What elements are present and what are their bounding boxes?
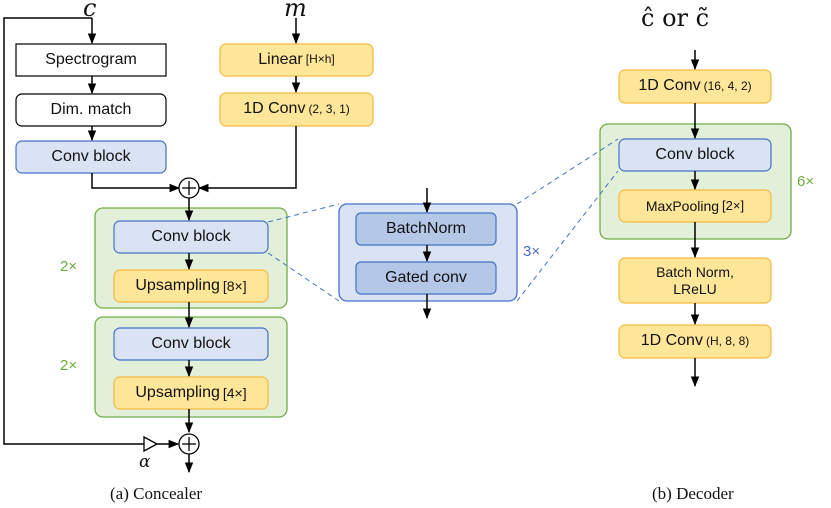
decoder-batchnorm-label: Batch Norm, LReLU: [619, 258, 771, 303]
linear-label: Linear[H×h]: [220, 44, 373, 76]
conv1d-label: 1D Conv(2, 3, 1): [220, 93, 373, 126]
group1-repeat: 2×: [60, 258, 78, 275]
group2-up-text: Upsampling: [135, 383, 220, 401]
conv1d-text: 1D Conv: [243, 100, 306, 118]
linear-text: Linear: [258, 50, 303, 68]
dim-match-label: Dim. match: [50, 100, 132, 118]
decoder-conv-block-label: Conv block: [655, 145, 735, 163]
decoder-batchnorm-line2: LReLU: [673, 280, 717, 297]
conv1d-param: (2, 3, 1): [308, 101, 350, 116]
batchnorm-label: BatchNorm: [385, 219, 467, 237]
arrows: [3, 17, 700, 474]
linear-param: [H×h]: [305, 52, 335, 67]
spectrogram-label: Spectrogram: [45, 50, 137, 68]
group2-up-param: [4×]: [222, 384, 247, 401]
alpha-label: α: [139, 452, 151, 472]
input-m-label: m: [284, 0, 307, 22]
group1-up-label: Upsampling[8×]: [114, 270, 268, 302]
decoder-caption: (b) Decoder: [652, 484, 734, 503]
gated-conv-label: Gated conv: [385, 268, 467, 286]
input-c-label: c: [83, 0, 97, 22]
decoder-conv1d-bottom-param: (H, 8, 8): [705, 333, 750, 348]
conv-block-label: Conv block: [51, 147, 131, 165]
decoder-conv1d-top-text: 1D Conv: [638, 77, 701, 95]
group1-up-text: Upsampling: [135, 276, 220, 294]
group2-up-label: Upsampling[4×]: [114, 377, 268, 409]
decoder-conv1d-bottom-label: 1D Conv(H, 8, 8): [619, 325, 771, 358]
decoder-batchnorm-line1: Batch Norm,: [656, 264, 734, 281]
decoder-maxpool-param: [2×]: [722, 197, 745, 213]
sum-node-top: [178, 177, 200, 199]
decoder-input-label: ĉ or c̃: [641, 4, 710, 32]
decoder-repeat: 6×: [797, 173, 815, 190]
group1-up-param: [8×]: [222, 277, 247, 294]
concealer-caption: (a) Concealer: [110, 484, 203, 503]
decoder-conv1d-top-label: 1D Conv(16, 4, 2): [619, 70, 771, 103]
detail-repeat: 3×: [523, 243, 541, 260]
decoder-conv1d-bottom-text: 1D Conv: [640, 332, 703, 350]
decoder-maxpool-text: MaxPooling: [645, 197, 720, 214]
decoder-conv1d-top-param: (16, 4, 2): [703, 78, 752, 93]
group2-repeat: 2×: [60, 357, 78, 374]
decoder-maxpool-label: MaxPooling[2×]: [619, 190, 771, 222]
alpha-gain-triangle: [143, 435, 159, 453]
group1-conv-label: Conv block: [151, 227, 231, 245]
sum-node-bottom: [178, 433, 200, 455]
group2-conv-label: Conv block: [151, 334, 231, 352]
zoom-lines: [267, 138, 619, 302]
